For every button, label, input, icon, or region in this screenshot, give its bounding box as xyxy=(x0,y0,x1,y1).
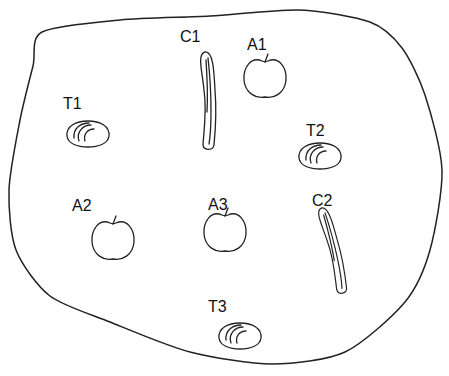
tangerine xyxy=(299,143,341,169)
item-label: A3 xyxy=(208,196,228,214)
cucumber xyxy=(317,206,349,295)
apple xyxy=(244,54,286,97)
apple xyxy=(204,208,246,251)
item-label: C1 xyxy=(180,28,200,46)
tangerine xyxy=(67,121,109,147)
item-label: A2 xyxy=(72,197,92,215)
item-label: T3 xyxy=(208,298,227,316)
cucumber xyxy=(201,52,216,149)
tangerine xyxy=(219,323,261,349)
item-label: C2 xyxy=(312,192,332,210)
region-outline xyxy=(9,10,442,364)
item-label: A1 xyxy=(247,36,267,54)
apple xyxy=(92,216,134,259)
item-label: T2 xyxy=(306,122,325,140)
item-label: T1 xyxy=(63,95,82,113)
